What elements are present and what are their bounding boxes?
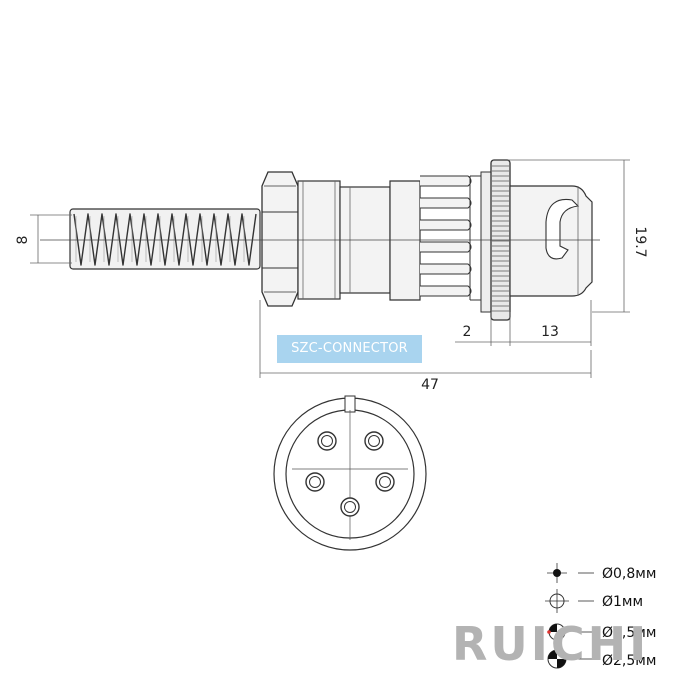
dim-flange-and-tip: 2 13	[455, 300, 592, 346]
connector-body	[339, 175, 481, 301]
crosshair-1-icon	[545, 589, 569, 613]
dim-label-13: 13	[541, 324, 559, 340]
quarter-filled-2-5-icon	[547, 649, 567, 669]
plug-tip	[509, 185, 593, 297]
dim-overall-length: 47	[259, 300, 592, 393]
dim-body-height: 19.7	[508, 159, 648, 313]
legend-label-2-5: Ø2,5мм	[602, 653, 656, 669]
hex-nut	[261, 171, 299, 307]
brand-watermark: RUICHI	[452, 617, 650, 671]
half-filled-1-5-icon	[547, 623, 567, 641]
filled-dot-0-8-icon	[547, 563, 567, 583]
pin-1	[317, 431, 337, 451]
legend: Ø0,8мм Ø1мм Ø1,5мм Ø2,5мм	[545, 563, 656, 669]
front-view	[273, 395, 427, 551]
pin-5	[340, 497, 360, 517]
pin-3	[305, 472, 325, 492]
pin-4	[375, 472, 395, 492]
dim-label-19-7: 19.7	[632, 226, 648, 257]
dim-label-47: 47	[421, 377, 439, 393]
knurl-lines	[492, 165, 509, 312]
dim-label-8: 8	[15, 236, 31, 245]
spring-relief	[69, 208, 261, 270]
dim-spring-diameter: 8	[15, 214, 72, 264]
body-fins	[420, 175, 481, 301]
product-label: SZC-CONNECTOR	[277, 335, 422, 363]
legend-label-1-5: Ø1,5мм	[602, 625, 656, 641]
legend-label-1: Ø1мм	[602, 594, 643, 610]
spring-coils	[73, 213, 257, 266]
dim-label-2: 2	[463, 324, 472, 340]
legend-label-0-8: Ø0,8мм	[602, 566, 656, 582]
pin-2	[364, 431, 384, 451]
